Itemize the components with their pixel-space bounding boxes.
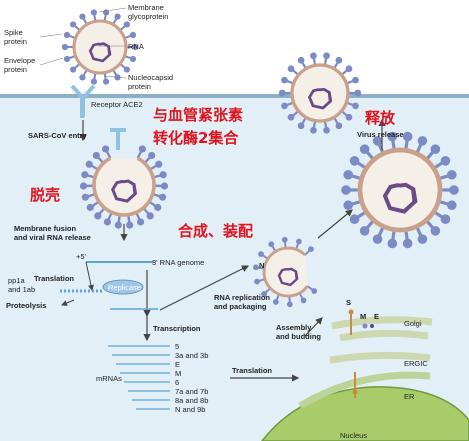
label-spike-protein-2: protein [4, 37, 27, 46]
annotation-uncoating: 脱壳 [30, 186, 60, 204]
mrna-label: M [175, 369, 181, 378]
label-golgi: Golgi [404, 319, 422, 328]
label-pp1a-2: and 1ab [8, 285, 35, 294]
mrna-label: 8a and 8b [175, 396, 208, 405]
label-virus-release: Virus release [357, 130, 404, 139]
label-transcription: Transcription [153, 324, 201, 333]
label-translation-top: Translation [34, 274, 74, 283]
er-shape [298, 371, 431, 410]
translation-top-arrow [85, 261, 94, 291]
label-five-prime: +5' [76, 252, 87, 261]
label-er: ER [404, 392, 415, 401]
virion-legend: Membrane glycoprotein Spike protein RNA … [4, 3, 173, 91]
label-rna-genome: 3' RNA genome [152, 258, 204, 267]
label-rna-replication-2: and packaging [214, 302, 267, 311]
ergic-shape [329, 351, 431, 364]
replication-arrow [159, 265, 250, 311]
label-m: M [360, 312, 366, 321]
replicase-icon [102, 279, 144, 295]
assembly-arrow [304, 317, 323, 337]
label-nucleocapsid-1: Nucleocapsid [128, 73, 173, 82]
mrna-label: 6 [175, 378, 179, 387]
label-envelope-protein-1: Envelope [4, 56, 35, 65]
label-rna-replication-1: RNA replication [214, 293, 270, 302]
label-e: E [374, 312, 379, 321]
virion-mature [341, 131, 459, 249]
label-sars-cov-entry: SARS-CoV entry [28, 131, 88, 140]
mrna-label: N and 9b [175, 405, 205, 414]
label-ergic: ERGIC [404, 359, 428, 368]
label-translation-mid: Translation [232, 366, 272, 375]
annotation-ace2-line1: 与血管紧张素 [153, 106, 243, 124]
annotation-synthesis: 合成、装配 [177, 222, 253, 240]
label-nucleocapsid-2: protein [128, 82, 151, 91]
structural-proteins-icon [348, 309, 374, 398]
label-mrnas: mRNAs [96, 374, 122, 383]
label-envelope-protein-2: protein [4, 65, 27, 74]
virion-uncoating [79, 145, 169, 229]
label-spike-protein-1: Spike [4, 28, 23, 37]
label-n: N [259, 261, 264, 270]
annotation-ace2-line2: 转化酶2集合 [153, 129, 239, 147]
proteolysis-arrow [61, 299, 75, 306]
label-s: S [346, 298, 351, 307]
label-membrane-glycoprotein-2: glycoprotein [128, 12, 168, 21]
label-membrane-fusion-2: and viral RNA release [14, 233, 91, 242]
label-pp1a-1: pp1a [8, 276, 26, 285]
virion-extracellular [61, 9, 139, 85]
label-assembly-1: Assembly [276, 323, 312, 332]
ace2-receptor-icon [70, 84, 96, 118]
mrna-label: 3a and 3b [175, 351, 208, 360]
label-membrane-glycoprotein-1: Membrane [128, 3, 164, 12]
label-nucleus: Nucleus [340, 431, 367, 440]
label-proteolysis: Proteolysis [6, 301, 46, 310]
golgi-stack-2 [339, 329, 429, 342]
label-rna: RNA [128, 42, 144, 51]
virion-released [278, 52, 362, 134]
label-membrane-fusion-1: Membrane fusion [14, 224, 77, 233]
label-assembly-2: and budding [276, 332, 321, 341]
mrna-label: 7a and 7b [175, 387, 208, 396]
golgi-stack-1 [331, 316, 433, 330]
endosome-icon [110, 128, 126, 150]
mrna-label: 5 [175, 342, 179, 351]
mrna-lines [108, 345, 170, 410]
label-receptor-ace2: Receptor ACE2 [91, 100, 143, 109]
virion-assembling [253, 236, 318, 308]
annotation-release: 释放 [365, 109, 396, 127]
mrna-label: E [175, 360, 180, 369]
maturation-arrow [317, 209, 353, 239]
label-replicase: Replicase [108, 283, 141, 292]
